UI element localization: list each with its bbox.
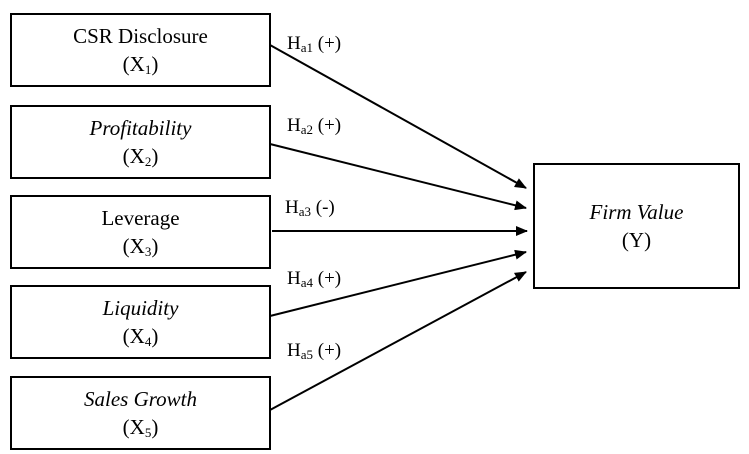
variable-name: Profitability bbox=[89, 116, 192, 140]
variable-box-x2: Profitability (X2) bbox=[10, 105, 271, 179]
variable-symbol: (X5) bbox=[122, 415, 159, 440]
dependent-variable-name: Firm Value bbox=[589, 200, 684, 224]
arrow-h1 bbox=[269, 44, 527, 189]
hypothesis-label-h2: Ha2 (+) bbox=[287, 115, 342, 137]
variable-name: Liquidity bbox=[102, 296, 179, 320]
arrow-h2 bbox=[269, 143, 527, 211]
variable-name: Sales Growth bbox=[84, 387, 197, 411]
arrow-h4 bbox=[269, 249, 527, 317]
hypothesis-label-h5: Ha5 (+) bbox=[287, 340, 342, 362]
dependent-variable-symbol: (Y) bbox=[621, 228, 652, 252]
variable-box-x4: Liquidity (X4) bbox=[10, 285, 271, 359]
variable-box-x3: Leverage (X3) bbox=[10, 195, 271, 269]
hypothesis-label-h3: Ha3 (-) bbox=[285, 197, 335, 219]
variable-box-x5: Sales Growth (X5) bbox=[10, 376, 271, 450]
variable-symbol: (X1) bbox=[122, 52, 159, 77]
hypothesis-label-h1: Ha1 (+) bbox=[287, 33, 342, 55]
variable-symbol: (X2) bbox=[122, 144, 159, 169]
variable-symbol: (X3) bbox=[122, 234, 159, 259]
dependent-variable-box: Firm Value (Y) bbox=[533, 163, 740, 289]
variable-name: CSR Disclosure bbox=[73, 24, 208, 48]
variable-symbol: (X4) bbox=[122, 324, 159, 349]
variable-box-x1: CSR Disclosure (X1) bbox=[10, 13, 271, 87]
arrow-h5 bbox=[269, 271, 527, 411]
variable-name: Leverage bbox=[101, 206, 180, 230]
hypothesis-label-h4: Ha4 (+) bbox=[287, 268, 342, 290]
